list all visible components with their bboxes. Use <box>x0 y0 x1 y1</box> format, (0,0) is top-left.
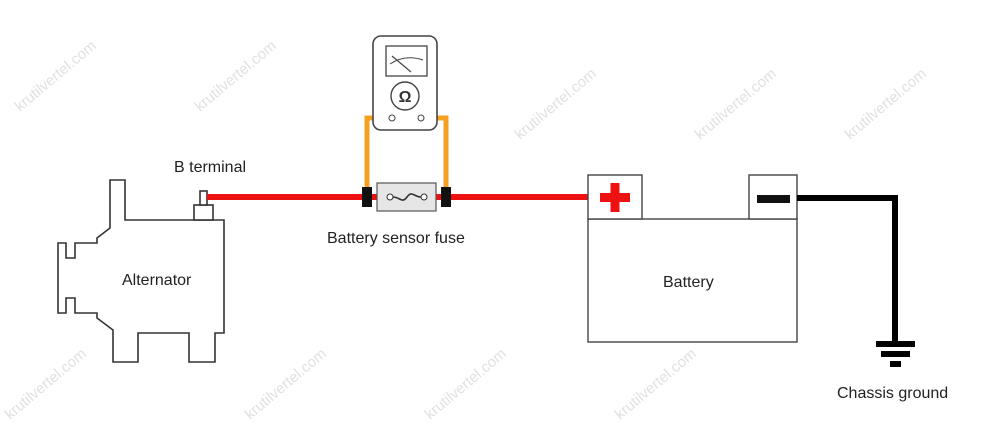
watermark-text: krutilvertel.com <box>612 345 700 423</box>
ground-icon <box>876 341 915 367</box>
b-terminal-base <box>193 204 214 221</box>
watermark-text: krutilvertel.com <box>242 345 330 423</box>
fuse-label: Battery sensor fuse <box>327 230 465 247</box>
ohm-dial <box>390 81 420 111</box>
probe-jack-right <box>417 114 425 122</box>
ohm-symbol: Ω <box>399 89 412 106</box>
alternator-label: Alternator <box>122 272 192 289</box>
watermark-text: krutilvertel.com <box>192 37 280 115</box>
alternator <box>57 179 225 363</box>
watermark-text: krutilvertel.com <box>12 37 100 115</box>
plus-icon <box>600 183 630 212</box>
battery-sensor-fuse <box>376 182 437 212</box>
probe-clip-left <box>362 187 372 207</box>
battery-label: Battery <box>663 274 714 291</box>
watermark-text: krutilvertel.com <box>2 345 90 423</box>
ground-label: Chassis ground <box>837 385 948 402</box>
watermark-text: krutilvertel.com <box>692 65 780 143</box>
ground-wire <box>797 195 898 343</box>
probe-jack-left <box>388 114 396 122</box>
meter-scale-arc <box>389 57 424 65</box>
watermark-text: krutilvertel.com <box>512 65 600 143</box>
b-terminal-pin <box>199 190 208 206</box>
minus-icon <box>757 195 790 203</box>
ohmmeter: Ω <box>372 35 438 131</box>
meter-needle <box>391 55 412 73</box>
watermark-text: krutilvertel.com <box>422 345 510 423</box>
watermark-text: krutilvertel.com <box>842 65 930 143</box>
battery <box>587 174 798 343</box>
meter-display <box>385 45 428 77</box>
probe-clip-right <box>441 187 451 207</box>
b-terminal-label: B terminal <box>174 159 246 176</box>
